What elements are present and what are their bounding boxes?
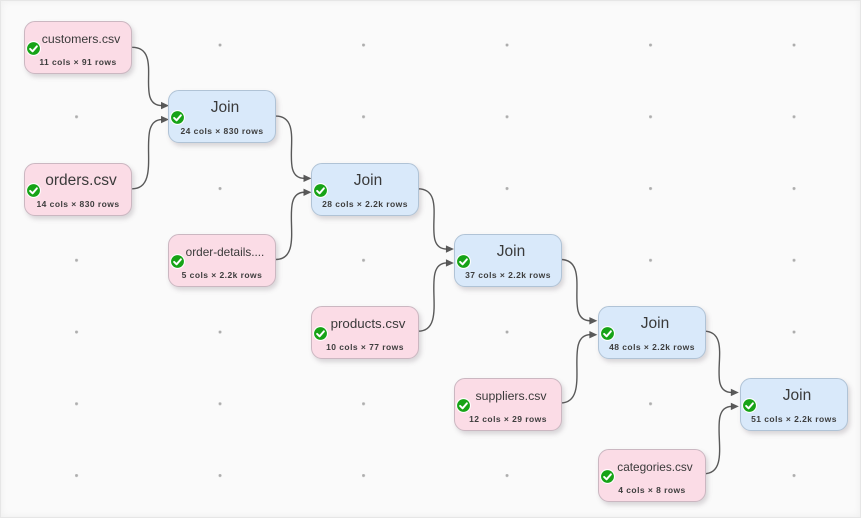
status-ok-check-icon bbox=[170, 110, 185, 125]
node-size-info: 37 cols × 2.2k rows bbox=[465, 270, 551, 280]
node-title: suppliers.csv bbox=[475, 389, 547, 403]
status-ok-check-icon bbox=[456, 254, 471, 269]
node-suppliers[interactable]: suppliers.csv 12 cols × 29 rows bbox=[454, 378, 562, 431]
status-ok-check-icon bbox=[170, 254, 185, 269]
node-title: categories.csv bbox=[617, 460, 693, 474]
node-join1[interactable]: Join 24 cols × 830 rows bbox=[168, 90, 276, 143]
node-orders[interactable]: orders.csv 14 cols × 830 rows bbox=[24, 163, 132, 216]
node-join2[interactable]: Join 28 cols × 2.2k rows bbox=[311, 163, 419, 216]
node-join5[interactable]: Join 51 cols × 2.2k rows bbox=[740, 378, 848, 431]
edge-customers-to-join1 bbox=[132, 46, 170, 110]
node-categories[interactable]: categories.csv 4 cols × 8 rows bbox=[598, 449, 706, 502]
edge-join2-to-join3 bbox=[418, 188, 454, 253]
status-ok-check-icon bbox=[600, 326, 615, 341]
node-size-info: 24 cols × 830 rows bbox=[180, 126, 264, 136]
status-ok-check-icon bbox=[742, 398, 757, 413]
node-title: Join bbox=[496, 243, 526, 260]
node-title: order-details.... bbox=[185, 245, 265, 259]
node-size-info: 14 cols × 830 rows bbox=[36, 199, 120, 209]
node-size-info: 10 cols × 77 rows bbox=[326, 342, 404, 352]
edge-order-details-to-join2 bbox=[275, 188, 312, 261]
status-ok-check-icon bbox=[456, 398, 471, 413]
node-customers[interactable]: customers.csv 11 cols × 91 rows bbox=[24, 21, 132, 74]
edge-suppliers-to-join4 bbox=[560, 331, 598, 404]
node-order-details[interactable]: order-details.... 5 cols × 2.2k rows bbox=[168, 234, 276, 287]
node-join4[interactable]: Join 48 cols × 2.2k rows bbox=[598, 306, 706, 359]
node-size-info: 28 cols × 2.2k rows bbox=[322, 199, 408, 209]
node-title: Join bbox=[640, 315, 670, 332]
node-title: Join bbox=[782, 387, 812, 404]
status-ok-check-icon bbox=[26, 41, 41, 56]
edge-products-to-join3 bbox=[418, 259, 454, 332]
node-join3[interactable]: Join 37 cols × 2.2k rows bbox=[454, 234, 562, 287]
edge-join3-to-join4 bbox=[560, 258, 598, 325]
node-size-info: 5 cols × 2.2k rows bbox=[181, 270, 263, 280]
node-size-info: 11 cols × 91 rows bbox=[39, 57, 117, 67]
status-ok-check-icon bbox=[26, 183, 41, 198]
node-size-info: 12 cols × 29 rows bbox=[469, 414, 547, 424]
edge-join4-to-join5 bbox=[703, 330, 739, 397]
node-title: orders.csv bbox=[45, 172, 117, 189]
node-title: Join bbox=[210, 99, 240, 116]
node-size-info: 48 cols × 2.2k rows bbox=[609, 342, 695, 352]
node-size-info: 51 cols × 2.2k rows bbox=[751, 414, 837, 424]
node-products[interactable]: products.csv 10 cols × 77 rows bbox=[311, 306, 419, 359]
node-title: Join bbox=[353, 172, 383, 189]
status-ok-check-icon bbox=[313, 326, 328, 341]
status-ok-check-icon bbox=[600, 469, 615, 484]
node-title: customers.csv bbox=[41, 32, 121, 46]
edge-orders-to-join1 bbox=[132, 115, 170, 190]
edge-join1-to-join2 bbox=[275, 115, 312, 182]
edge-categories-to-join5 bbox=[703, 402, 739, 475]
node-title: products.csv bbox=[330, 316, 406, 331]
node-size-info: 4 cols × 8 rows bbox=[618, 485, 686, 495]
status-ok-check-icon bbox=[313, 183, 328, 198]
